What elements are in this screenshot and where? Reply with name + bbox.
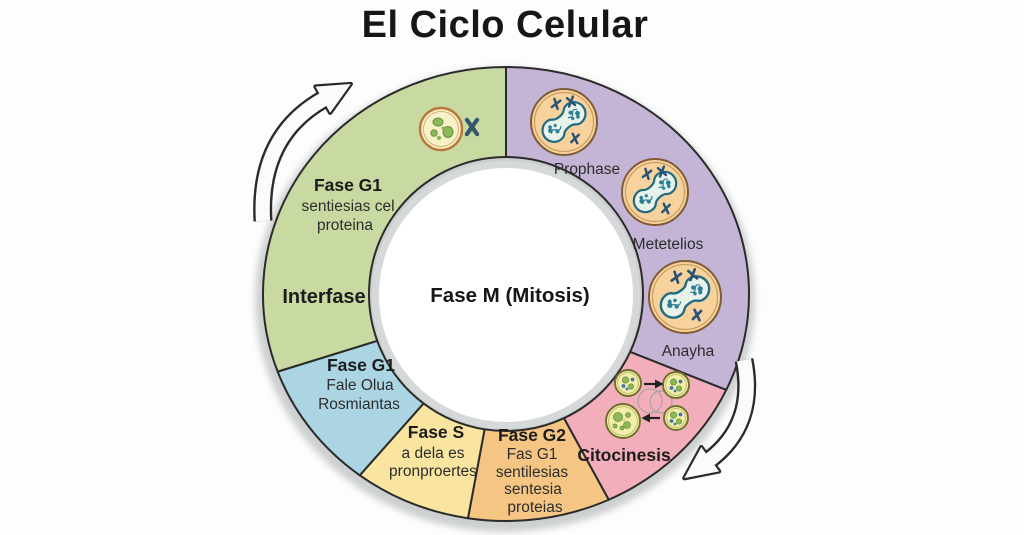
daughter-cell-icon xyxy=(614,369,642,397)
label: sentilesias xyxy=(496,464,569,481)
center-label: Fase M (Mitosis) xyxy=(430,284,589,307)
label: sentiesias cel xyxy=(301,198,394,215)
label: Fase S xyxy=(408,422,464,442)
label: proteias xyxy=(507,499,562,516)
connector-ring xyxy=(649,390,673,414)
label: Interfase xyxy=(282,286,365,308)
chromosome-icon xyxy=(570,132,580,145)
right-arrowhead-icon xyxy=(655,379,664,389)
anaphase-cell-icon xyxy=(648,260,722,334)
chromosome-icon xyxy=(686,268,699,282)
label: pronproertes xyxy=(389,463,477,480)
dividing-nucleus-icon xyxy=(541,101,587,143)
chromosome-icon xyxy=(691,308,703,322)
cycle-arrow-bottom-right xyxy=(682,358,757,481)
label: Fas G1 xyxy=(507,446,558,463)
chromosome-icon xyxy=(641,167,653,181)
chromosome-icon xyxy=(670,270,683,285)
chromosome-icon xyxy=(550,97,562,111)
label: Metetelios xyxy=(633,236,704,253)
interphase-cell-icon xyxy=(418,106,464,152)
label: Fase G2 xyxy=(498,425,566,445)
label: a dela es xyxy=(402,445,465,462)
label: Prophase xyxy=(554,161,620,178)
chromosome-icon xyxy=(464,117,480,137)
inner-hub xyxy=(379,168,633,422)
prophase-cell-icon xyxy=(530,88,598,156)
connector-ring xyxy=(637,388,663,414)
dividing-nucleus-icon xyxy=(659,275,711,319)
daughter-cell-icon xyxy=(605,403,641,439)
diagram-title: El Ciclo Celular xyxy=(361,4,649,46)
cycle-arrow-top-left xyxy=(253,81,353,222)
chromosome-icon xyxy=(656,165,668,178)
label: Fale Olua xyxy=(326,377,394,394)
daughter-cell-icon xyxy=(662,371,690,399)
label: proteina xyxy=(317,217,373,234)
chromosome-icon xyxy=(565,95,577,108)
label: Anayha xyxy=(662,343,715,360)
chromosome-icon xyxy=(661,202,671,215)
metaphase-cell-icon xyxy=(621,158,689,226)
dividing-nucleus-icon xyxy=(632,170,678,214)
daughter-cell-icon xyxy=(663,405,689,431)
label: Rosmiantas xyxy=(318,396,400,413)
label: Citocinesis xyxy=(577,445,671,465)
label: Fase G1 xyxy=(314,175,382,195)
label: Fase G1 xyxy=(327,355,395,375)
left-arrowhead-icon xyxy=(641,413,650,423)
label: sentesia xyxy=(504,481,562,498)
